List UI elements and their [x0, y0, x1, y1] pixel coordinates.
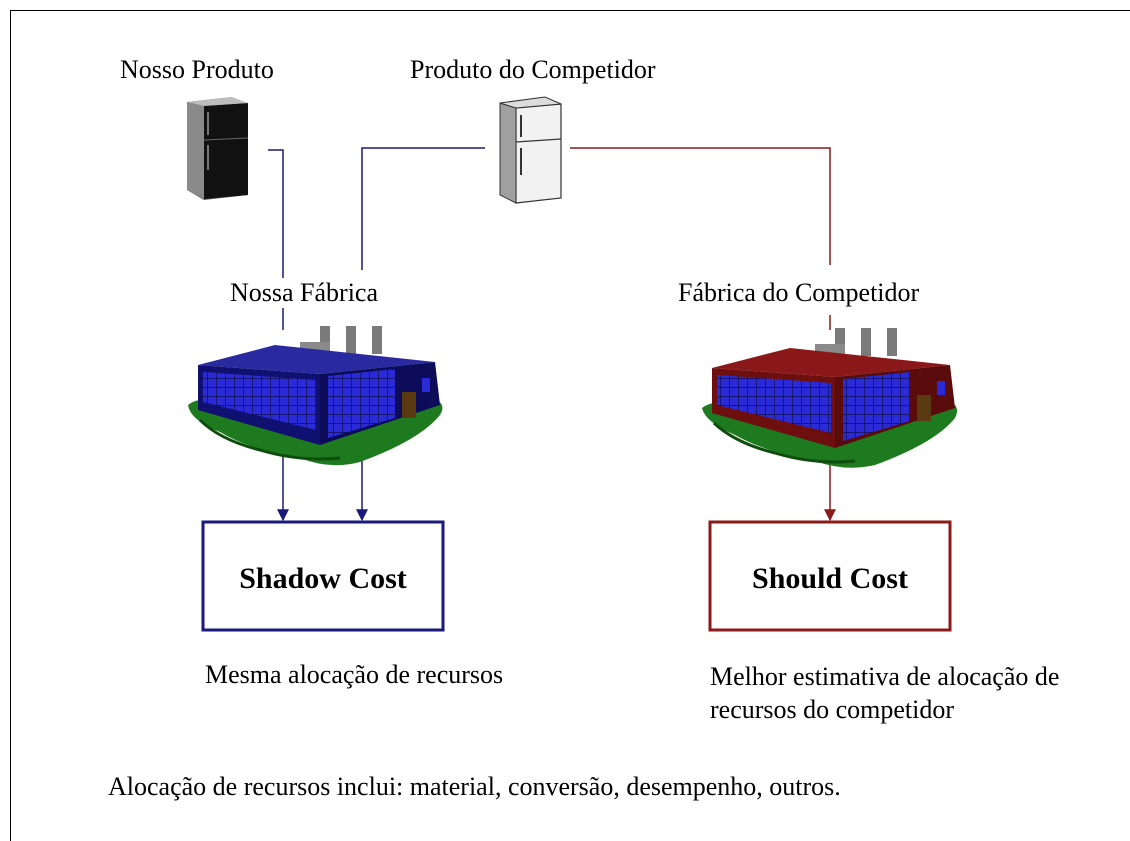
competitor-factory-label: Fábrica do Competidor	[678, 278, 920, 308]
connector-our-product	[268, 149, 289, 522]
our-product-label: Nosso Produto	[120, 55, 274, 84]
competitor-product-label: Produto do Competidor	[410, 55, 656, 84]
shadow-cost-caption: Mesma alocação de recursos	[205, 660, 504, 689]
shadow-cost-label: Shadow Cost	[239, 562, 407, 595]
should-cost-caption: Melhor estimativa de alocação de recurso…	[710, 662, 1060, 724]
factory-blue-icon	[188, 326, 443, 466]
shadow-cost-box	[201, 520, 445, 632]
frame-top-border	[10, 10, 1130, 11]
our-factory-label: Nossa Fábrica	[230, 278, 379, 308]
refrigerator-black-icon	[187, 97, 249, 200]
footer-note: Alocação de recursos inclui: material, c…	[108, 772, 841, 801]
connector-competitor-to-competitor-factory	[570, 147, 836, 522]
refrigerator-white-icon	[499, 96, 562, 204]
frame-left-border	[10, 10, 11, 841]
should-cost-box	[708, 520, 952, 632]
factory-red-icon	[702, 328, 958, 468]
should-cost-label: Should Cost	[752, 562, 908, 595]
